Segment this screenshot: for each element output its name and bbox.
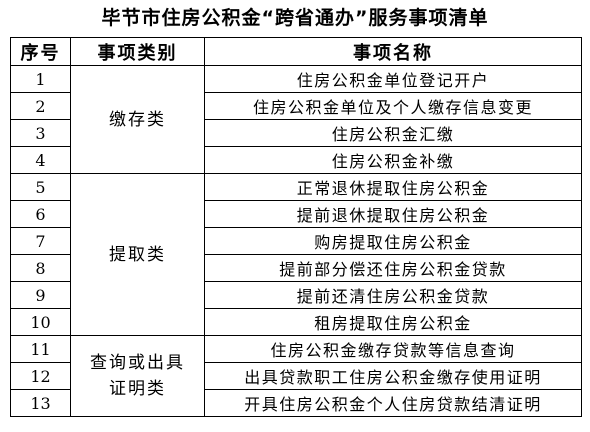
- header-serial-number: 序号: [10, 37, 71, 66]
- item-name-cell: 购房提取住房公积金: [204, 227, 582, 255]
- serial-number-cell: 5: [10, 173, 71, 201]
- serial-number-cell: 1: [10, 65, 71, 93]
- header-item-category: 事项类别: [70, 37, 205, 66]
- document-title: 毕节市住房公积金“跨省通办”服务事项清单: [101, 7, 489, 29]
- table-row: 7 购房提取住房公积金: [10, 227, 582, 255]
- table-row: 5 提取类 正常退休提取住房公积金: [10, 173, 582, 336]
- serial-number-cell: 8: [10, 254, 71, 282]
- serial-number-cell: 2: [10, 92, 71, 120]
- serial-number-cell: 3: [10, 119, 71, 147]
- category-cell: 缴存类: [70, 65, 205, 174]
- item-name-cell: 住房公积金单位及个人缴存信息变更: [204, 92, 582, 120]
- item-name-cell: 出具贷款职工住房公积金缴存使用证明: [204, 362, 582, 390]
- category-cell: 提取类: [70, 173, 205, 336]
- serial-number-cell: 4: [10, 146, 71, 174]
- table-row: 9 提前还清住房公积金贷款: [10, 281, 582, 309]
- item-name-cell: 租房提取住房公积金: [204, 308, 582, 336]
- serial-number-cell: 12: [10, 362, 71, 390]
- item-name-cell: 提前部分偿还住房公积金贷款: [204, 254, 582, 282]
- table-row: 10 租房提取住房公积金: [10, 308, 582, 336]
- category-label-line: 证明类: [109, 379, 166, 399]
- serial-number-cell: 13: [10, 389, 71, 417]
- item-name-cell: 住房公积金单位登记开户: [204, 65, 582, 93]
- category-label-line: 提取类: [109, 244, 166, 265]
- item-name-cell: 住房公积金缴存贷款等信息查询: [204, 335, 582, 363]
- category-label-line: 缴存类: [109, 109, 166, 130]
- serial-number-cell: 9: [10, 281, 71, 309]
- category-cell: 查询或出具证明类: [70, 335, 205, 417]
- table-body: 1 缴存类 住房公积金单位登记开户 2 住房公积金单位及个人缴存信息变更 3 住房公积金汇缴…: [10, 65, 582, 417]
- table-header-row: 序号 事项类别 事项名称: [10, 37, 582, 66]
- serial-number-cell: 10: [10, 308, 71, 336]
- table-row: 3 住房公积金汇缴: [10, 119, 582, 147]
- table-row: 1 缴存类 住房公积金单位登记开户: [10, 65, 582, 174]
- serial-number-cell: 11: [10, 335, 71, 363]
- header-item-name: 事项名称: [204, 37, 582, 66]
- item-name-cell: 正常退休提取住房公积金: [204, 173, 582, 201]
- table-row: 4 住房公积金补缴: [10, 146, 582, 174]
- item-name-cell: 住房公积金汇缴: [204, 119, 582, 147]
- table-row: 8 提前部分偿还住房公积金贷款: [10, 254, 582, 282]
- serial-number-cell: 7: [10, 227, 71, 255]
- service-items-table: 序号 事项类别 事项名称 1 缴存类 住房公积金单位登记开户 2 住房公积金单位及个人缴…: [10, 37, 582, 417]
- item-name-cell: 提前退休提取住房公积金: [204, 200, 582, 228]
- category-label-line: 查询或出具: [90, 353, 185, 373]
- item-name-cell: 住房公积金补缴: [204, 146, 582, 174]
- serial-number-cell: 6: [10, 200, 71, 228]
- table-row: 6 提前退休提取住房公积金: [10, 200, 582, 228]
- item-name-cell: 提前还清住房公积金贷款: [204, 281, 582, 309]
- table-row: 13 开具住房公积金个人住房贷款结清证明: [10, 389, 582, 417]
- item-name-cell: 开具住房公积金个人住房贷款结清证明: [204, 389, 582, 417]
